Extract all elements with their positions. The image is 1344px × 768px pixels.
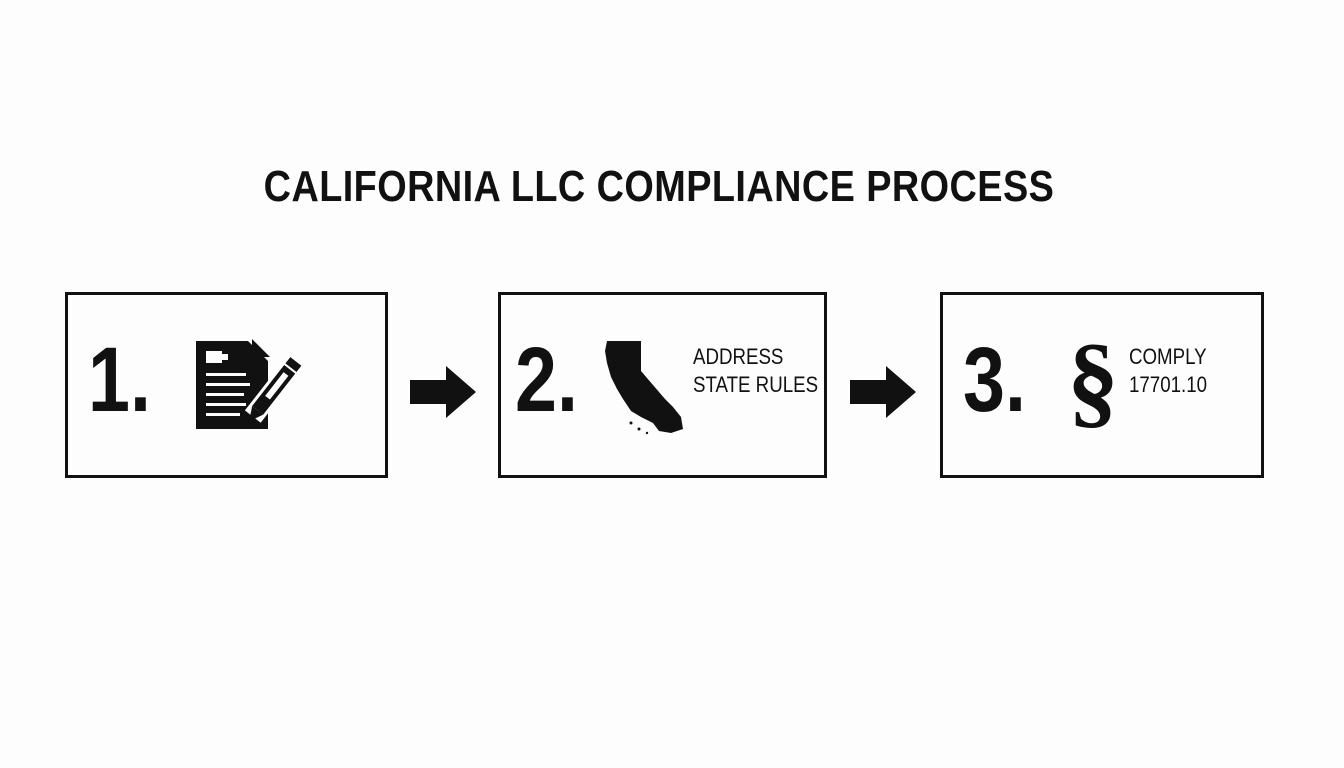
section-symbol-icon: § (1067, 323, 1119, 438)
diagram-title: CALIFORNIA LLC COMPLIANCE PROCESS (263, 162, 1055, 211)
arrow-right-icon (850, 366, 918, 423)
step-3-number: 3. (963, 329, 1026, 431)
step-1-box: 1. (65, 292, 388, 478)
step-2-label-line-2: STATE RULES (693, 372, 819, 397)
step-3-box: 3. § COMPLY 17701.10 (940, 292, 1264, 478)
step-2-label: ADDRESS STATE RULES (693, 343, 818, 399)
step-2-label-line-1: ADDRESS (693, 344, 784, 369)
step-3-label: COMPLY 17701.10 (1129, 343, 1207, 399)
step-3-label-line-2: 17701.10 (1129, 372, 1208, 397)
step-1-number: 1. (88, 329, 151, 431)
document-edit-icon (194, 337, 306, 438)
step-2-number: 2. (515, 329, 578, 431)
step-2-box: 2. ADDRESS STATE RULES (498, 292, 827, 478)
arrow-right-icon (410, 366, 478, 423)
california-map-icon (601, 337, 687, 442)
step-3-label-line-1: COMPLY (1129, 344, 1207, 369)
